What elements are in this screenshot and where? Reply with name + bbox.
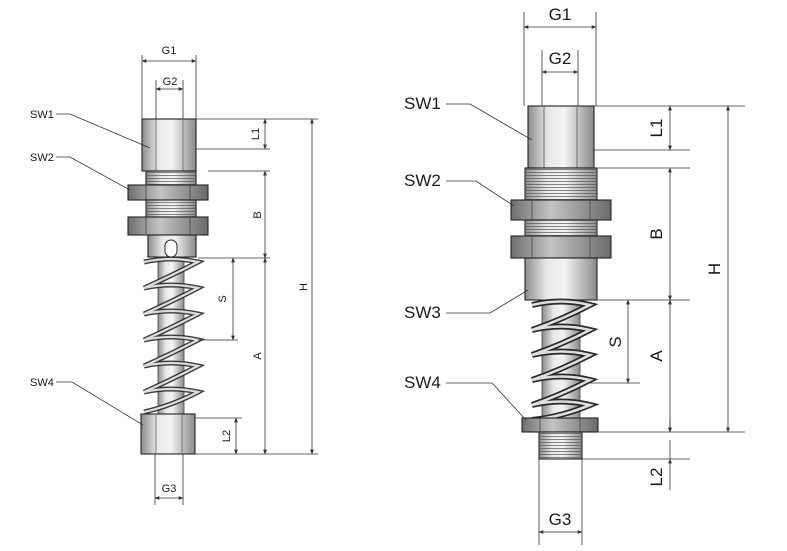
small-sw1-label: SW1 xyxy=(30,109,54,121)
small-spring xyxy=(142,256,206,415)
large-a-label: A xyxy=(647,350,666,362)
large-sw2-label: SW2 xyxy=(404,171,441,190)
small-l1-label: L1 xyxy=(250,128,262,140)
large-nut-lower xyxy=(510,235,612,259)
small-a-label: A xyxy=(252,352,264,360)
small-h-label: H xyxy=(298,283,310,291)
large-l2-label: L2 xyxy=(647,468,666,487)
small-g1-label: G1 xyxy=(162,45,177,57)
small-top-hex xyxy=(141,118,197,172)
small-view: G1 G2 G3 L1 B S A L2 H xyxy=(30,45,318,505)
small-b-label: B xyxy=(252,211,264,218)
large-sw3-label: SW3 xyxy=(404,303,441,322)
large-g1-label: G1 xyxy=(549,5,572,24)
large-bottom-hex xyxy=(521,417,599,433)
large-b-label: B xyxy=(647,228,666,239)
large-sw1-label: SW1 xyxy=(404,94,441,113)
small-nut-upper xyxy=(127,184,209,201)
small-sw4-label: SW4 xyxy=(30,377,54,389)
small-sw2-label: SW2 xyxy=(30,152,54,164)
small-s-label: S xyxy=(217,295,229,302)
large-s-label: S xyxy=(606,336,625,347)
small-g3-label: G3 xyxy=(162,483,177,495)
small-l2-label: L2 xyxy=(221,430,233,442)
large-l1-label: L1 xyxy=(647,119,666,138)
small-bottom-hex xyxy=(140,413,196,455)
large-sw4-label: SW4 xyxy=(404,373,441,392)
large-spring xyxy=(531,298,600,423)
large-top-hex xyxy=(527,105,595,169)
small-g2-label: G2 xyxy=(163,76,178,88)
small-nut-lower xyxy=(127,216,209,236)
large-h-label: H xyxy=(705,263,724,275)
large-lower-body xyxy=(524,257,598,301)
large-g3-label: G3 xyxy=(549,510,572,529)
large-g2-label: G2 xyxy=(549,49,572,68)
large-nut-upper xyxy=(510,199,612,221)
large-view: G1 G2 G3 L1 B S A L2 xyxy=(404,5,745,545)
